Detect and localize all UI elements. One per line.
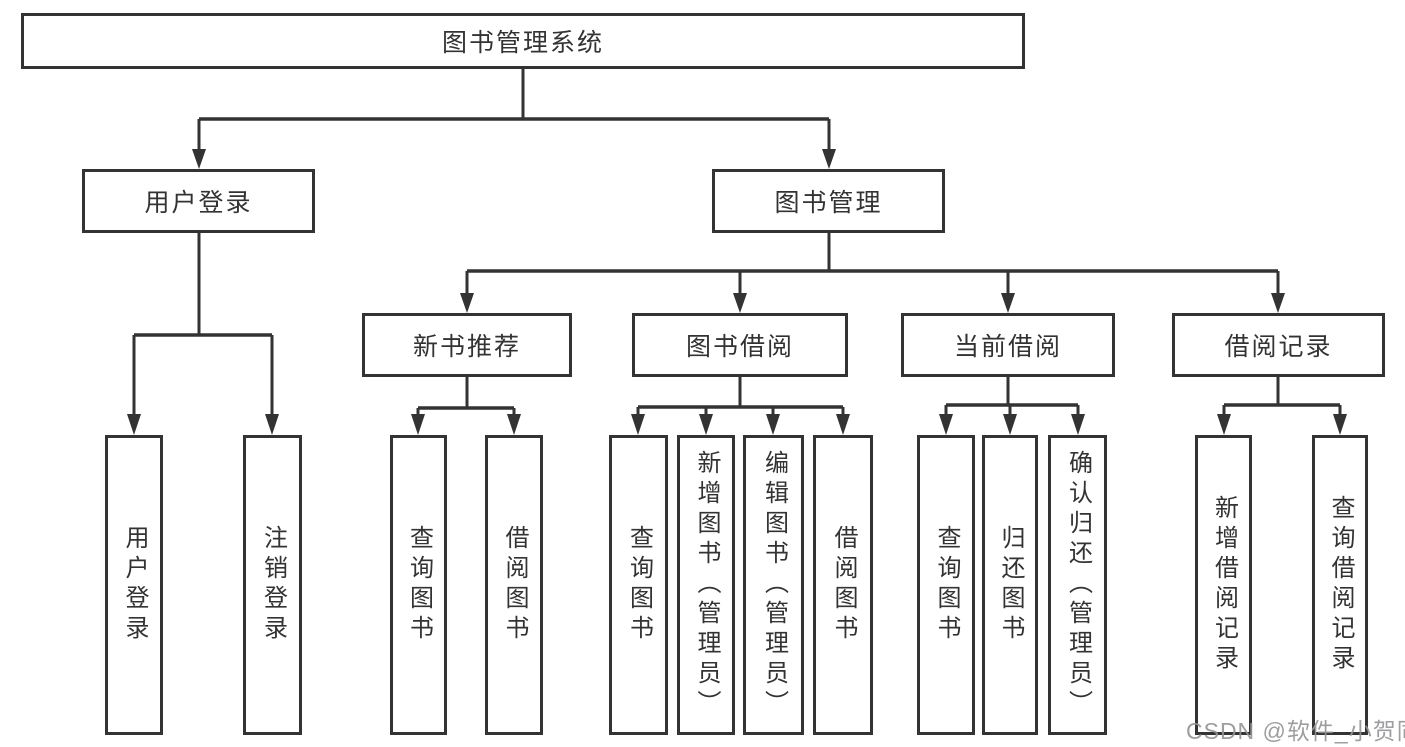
- node-leaf-borrow-books-borrow: 借阅图书: [813, 435, 873, 735]
- node-new-book-recommend: 新书推荐: [362, 313, 572, 377]
- node-leaf-borrow-books-newbook: 借阅图书: [485, 435, 543, 735]
- node-book-management: 图书管理: [712, 169, 945, 233]
- node-root-library-system: 图书管理系统: [21, 13, 1025, 69]
- node-leaf-query-books-current: 查询图书: [917, 435, 975, 735]
- connector-borrow-record-children: [1217, 377, 1347, 435]
- node-leaf-add-books-admin: 新增图书（管理员）: [677, 435, 735, 735]
- node-borrow-record: 借阅记录: [1172, 313, 1385, 377]
- connector-user-login-children: [127, 233, 279, 435]
- connector-current-borrow-children: [939, 377, 1085, 435]
- node-leaf-return-books: 归还图书: [982, 435, 1038, 735]
- node-user-login: 用户登录: [82, 169, 315, 233]
- connector-new-book-children: [411, 377, 521, 435]
- connector-root-to-level2: [192, 69, 836, 169]
- node-book-borrow: 图书借阅: [632, 313, 848, 377]
- node-leaf-query-books-newbook: 查询图书: [390, 435, 447, 735]
- node-leaf-user-login: 用户登录: [105, 435, 163, 735]
- connector-book-borrow-children: [631, 377, 850, 435]
- node-leaf-query-books-borrow: 查询图书: [609, 435, 668, 735]
- csdn-watermark: CSDN @软件_小贺同学: [1186, 718, 1405, 744]
- node-leaf-confirm-return-admin: 确认归还（管理员）: [1048, 435, 1107, 735]
- node-leaf-edit-books-admin: 编辑图书（管理员）: [743, 435, 804, 735]
- connector-book-mgmt-children: [460, 233, 1285, 313]
- node-leaf-add-borrow-record: 新增借阅记录: [1195, 435, 1252, 735]
- node-leaf-logout: 注销登录: [243, 435, 302, 735]
- node-current-borrow: 当前借阅: [901, 313, 1115, 377]
- node-leaf-query-borrow-record: 查询借阅记录: [1312, 435, 1368, 735]
